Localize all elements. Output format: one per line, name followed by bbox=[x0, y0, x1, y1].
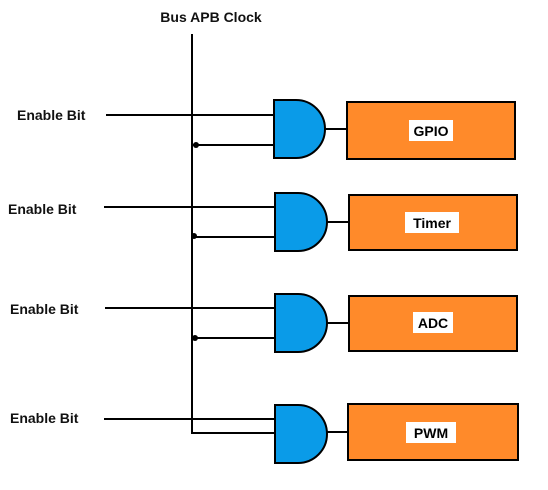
module-label-gpio: GPIO bbox=[413, 123, 448, 139]
module-label-bg bbox=[409, 120, 453, 141]
enable-bit-label: Enable Bit bbox=[10, 410, 79, 426]
enable-bit-label: Enable Bit bbox=[17, 107, 86, 123]
bus-clock-title: Bus APB Clock bbox=[160, 9, 262, 25]
module-label-bg bbox=[405, 212, 459, 233]
channel-timer: Enable Bit Timer bbox=[8, 192, 518, 252]
junction-dot bbox=[191, 233, 197, 239]
enable-bit-label: Enable Bit bbox=[10, 301, 79, 317]
module-label-bg bbox=[406, 422, 456, 443]
channel-pwm: Enable Bit PWM bbox=[10, 403, 519, 464]
junction-dot bbox=[193, 142, 199, 148]
enable-bit-label: Enable Bit bbox=[8, 201, 77, 217]
module-label-adc: ADC bbox=[418, 315, 448, 331]
channel-gpio: Enable Bit GPIO bbox=[17, 99, 516, 160]
and-gate-icon bbox=[274, 293, 328, 353]
and-gate-icon bbox=[273, 99, 326, 159]
and-gate-icon bbox=[274, 404, 328, 464]
module-label-bg bbox=[413, 312, 453, 333]
module-label-timer: Timer bbox=[413, 215, 451, 231]
module-label-pwm: PWM bbox=[414, 425, 448, 441]
channel-adc: Enable Bit ADC bbox=[10, 293, 518, 353]
and-gate-icon bbox=[274, 192, 328, 252]
junction-dot bbox=[192, 335, 198, 341]
